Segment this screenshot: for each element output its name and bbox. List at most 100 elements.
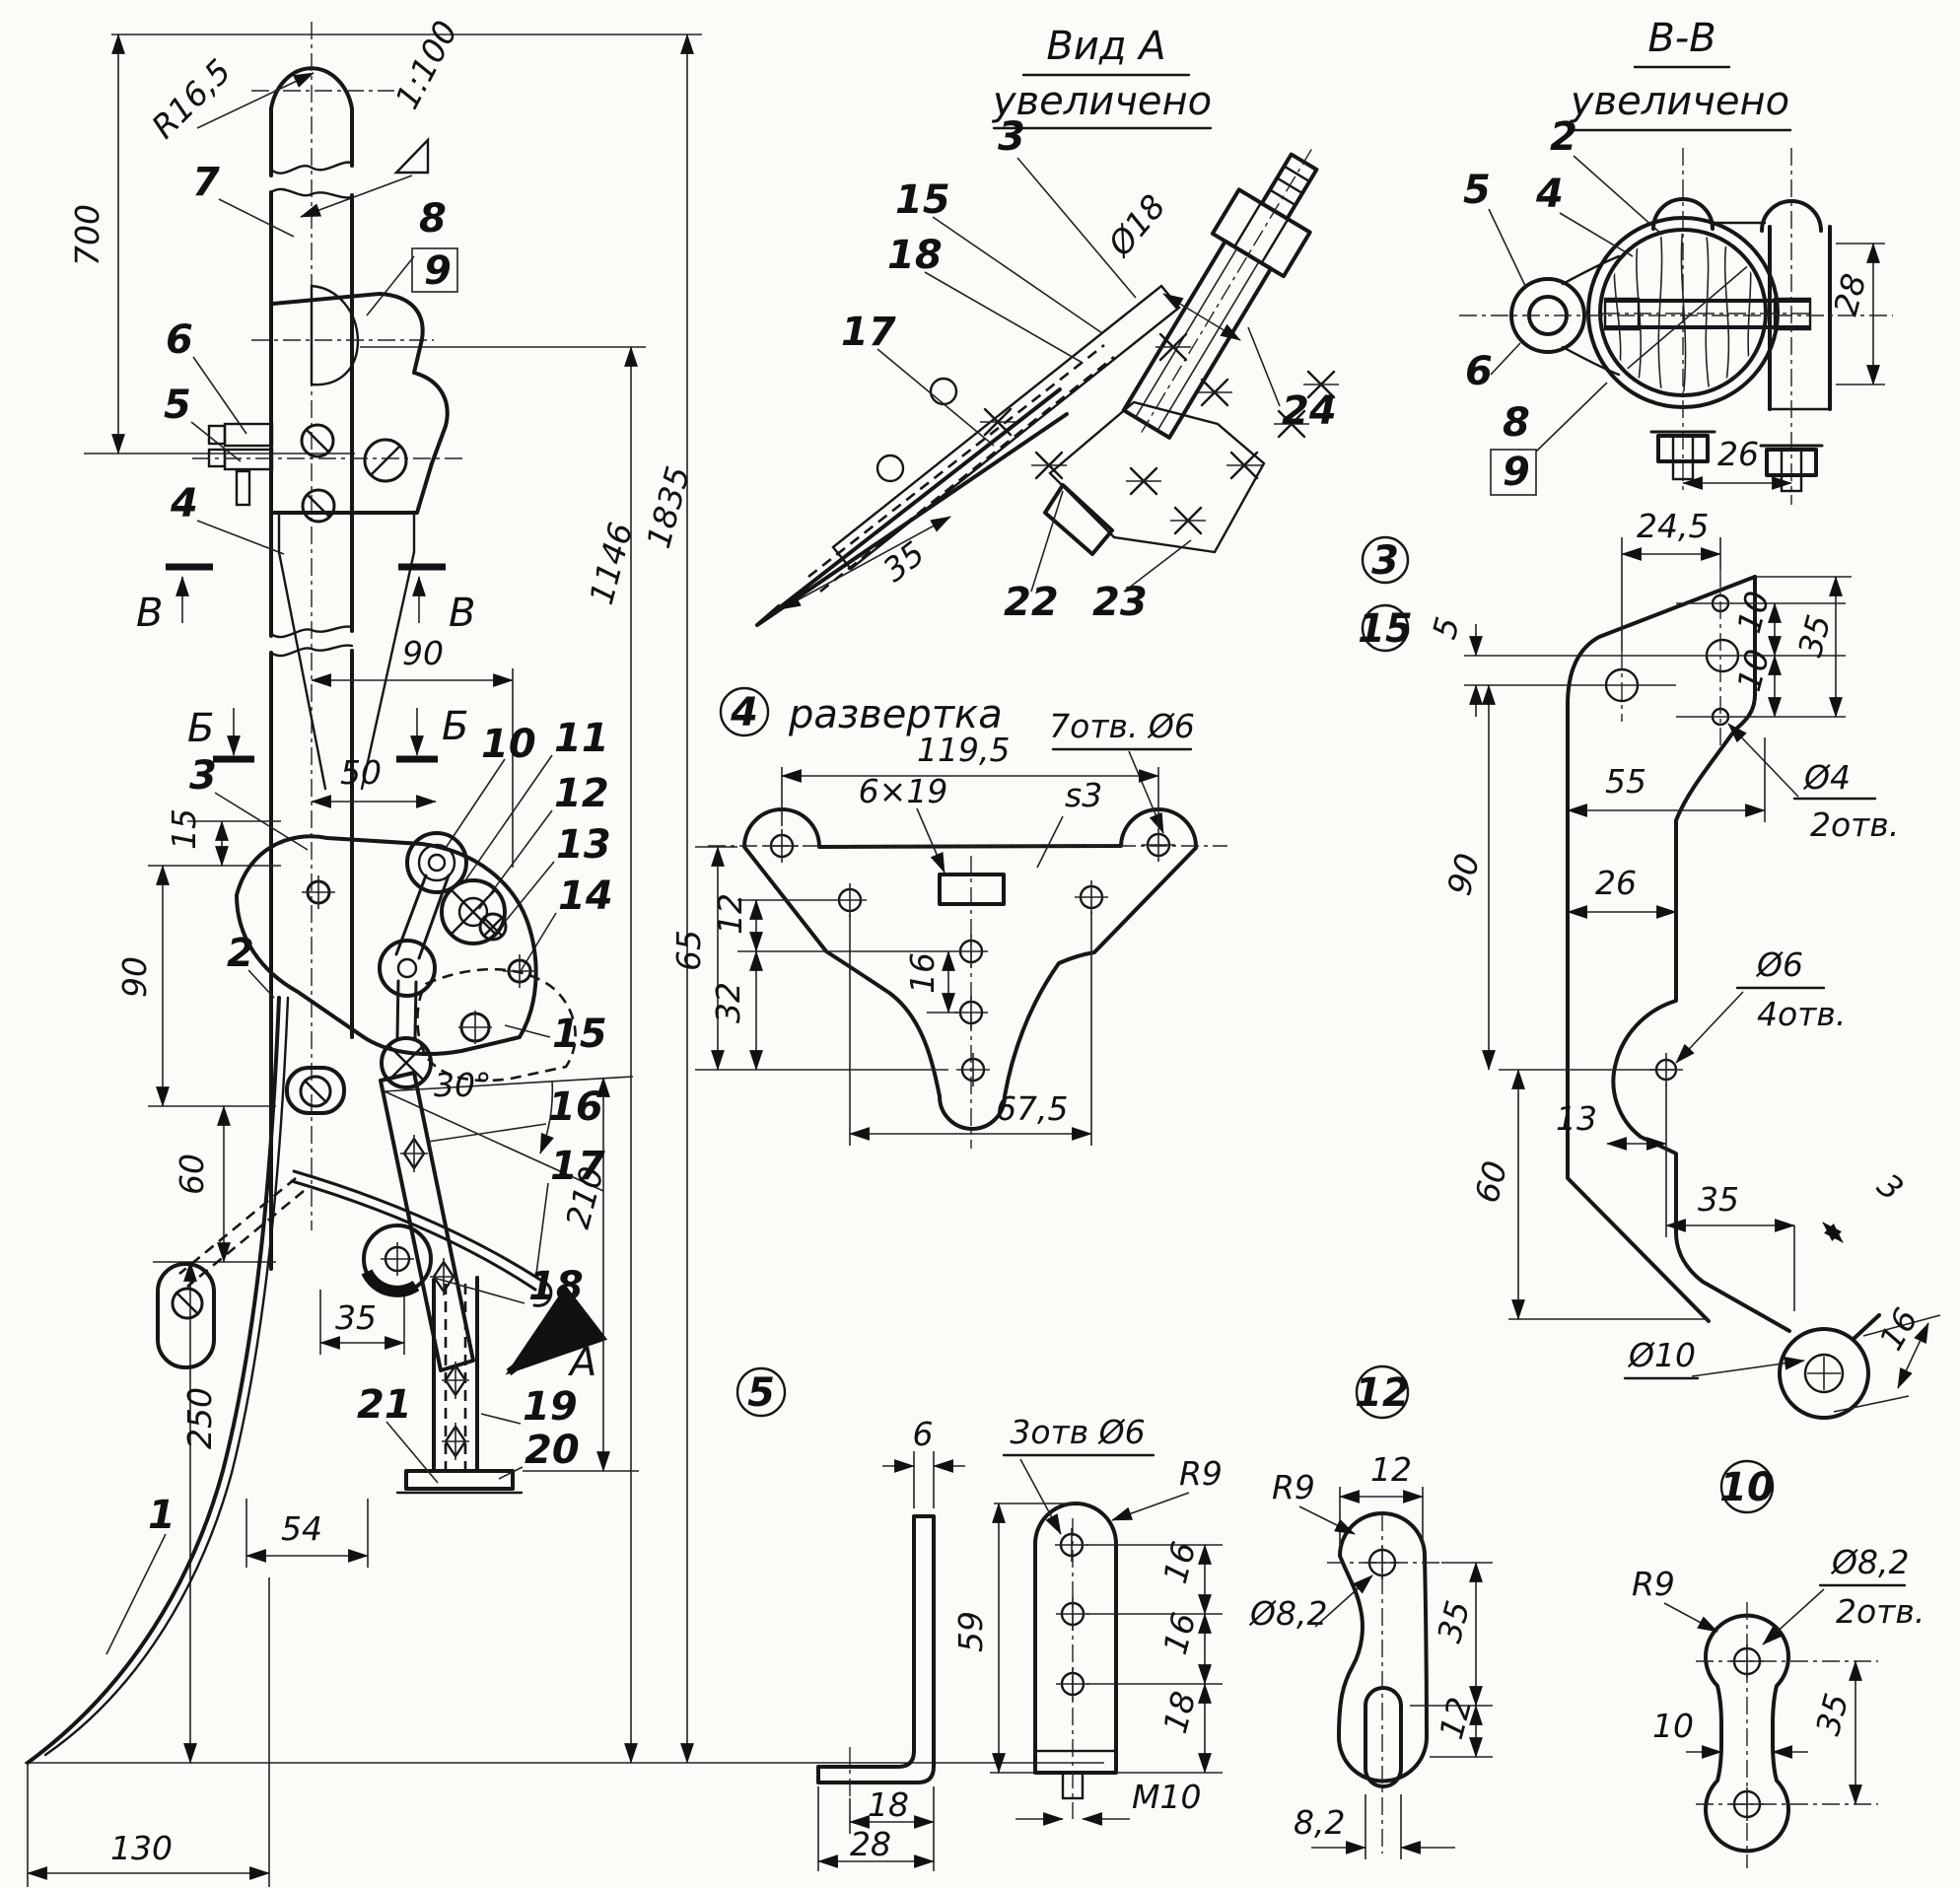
callout-20: 20 — [525, 1428, 580, 1473]
dim-v250: 250 — [180, 1387, 219, 1449]
p12-dim-12t: 12 — [1370, 1450, 1412, 1489]
p10-dim-o82: Ø8,2 — [1830, 1543, 1909, 1581]
callout-8: 8 — [419, 196, 447, 242]
p10-dim-o82n: 2отв. — [1836, 1592, 1925, 1631]
part12-number: 12 — [1355, 1370, 1410, 1416]
p5-dim-18b: 18 — [1155, 1687, 1204, 1737]
part10-number: 10 — [1719, 1465, 1775, 1510]
part4-dim-1195: 119,5 — [917, 731, 1010, 769]
callout-10: 10 — [481, 722, 536, 767]
callout-18: 18 — [528, 1264, 584, 1309]
bb-callout-4: 4 — [1535, 172, 1564, 217]
p315-dim-90: 90 — [1439, 849, 1488, 899]
vida-callout-17: 17 — [841, 310, 896, 355]
p5-holes-note: 3отв Ø6 — [1010, 1413, 1145, 1451]
vida-dim-o18: Ø18 — [1099, 187, 1173, 265]
p315-dim-35t: 35 — [1790, 610, 1839, 661]
part4-holes — [764, 827, 1176, 1087]
part3-15-view: 3 15 24,5 5 10 10 35 Ø4 2отв. 55 26 90 — [1358, 507, 1941, 1420]
bb-callout-9: 9 — [1503, 450, 1530, 495]
dim-slope: 1:100 — [387, 15, 465, 115]
p5-dim-6: 6 — [913, 1415, 934, 1453]
p315-dim-55: 55 — [1605, 762, 1646, 801]
bb-dim-28: 28 — [1826, 269, 1874, 319]
p5-dim-16b: 16 — [1155, 1608, 1204, 1658]
p12-dim-r9: R9 — [1272, 1468, 1315, 1506]
dim-v90: 90 — [115, 956, 154, 998]
part3-number: 3 — [1371, 538, 1399, 584]
p12-dim-12b: 12 — [1432, 1693, 1480, 1743]
p10-dim-r9: R9 — [1632, 1565, 1675, 1603]
part4-dim-12: 12 — [711, 893, 749, 935]
p12-dim-35: 35 — [1430, 1596, 1478, 1646]
p12-dim-o82: Ø8,2 — [1248, 1594, 1327, 1633]
p5-dim-m10: M10 — [1132, 1778, 1201, 1816]
vida-callout-23: 23 — [1092, 580, 1148, 625]
p315-dim-10b: 10 — [1729, 645, 1778, 695]
p315-dim-245: 24,5 — [1637, 507, 1709, 545]
vida-callout-24: 24 — [1282, 388, 1337, 434]
part10-view: 10 R9 Ø8,2 2отв. 10 35 — [1632, 1459, 1925, 1868]
part4-view: 4 развертка 7отв. Ø6 119,5 6×19 s3 65 12… — [669, 686, 1227, 1149]
vid-a-title: Вид A — [1046, 24, 1165, 69]
bb-title: В-В — [1647, 16, 1715, 61]
dim-w54: 54 — [281, 1509, 322, 1548]
dim-1835: 1835 — [639, 462, 697, 552]
p315-dim-26: 26 — [1595, 864, 1637, 902]
part4-dim-32: 32 — [709, 982, 747, 1023]
p10-dim-35: 35 — [1808, 1689, 1856, 1739]
p315-dim-o4n: 2отв. — [1810, 805, 1899, 844]
callout-21: 21 — [357, 1382, 412, 1428]
part12-view: 12 12 R9 Ø8,2 35 12 8,2 — [1248, 1364, 1493, 1859]
p5-dim-18: 18 — [868, 1785, 909, 1824]
p10-dim-10: 10 — [1652, 1707, 1694, 1745]
part4-number: 4 — [730, 690, 758, 735]
section-b-right: В — [449, 591, 475, 636]
dim-angle30: 30° — [434, 1066, 492, 1104]
callout-14: 14 — [558, 874, 613, 919]
bb-subtitle: увеличено — [1570, 79, 1789, 124]
callout-7: 7 — [192, 160, 220, 205]
callout-11: 11 — [554, 716, 609, 761]
vida-callout-18: 18 — [887, 233, 943, 278]
dim-radius: R16,5 — [144, 51, 239, 146]
part5-view: 5 6 18 28 3отв Ø6 R9 59 16 16 18 M10 — [735, 1366, 1223, 1871]
vida-callout-15: 15 — [895, 177, 950, 223]
section-g-right: Б — [442, 704, 468, 749]
vid-a-subtitle: увеличено — [992, 79, 1212, 124]
vida-callout-22: 22 — [1004, 580, 1059, 625]
bb-callout-2: 2 — [1550, 114, 1577, 160]
part4-dim-16: 16 — [903, 952, 942, 994]
dim-w130: 130 — [110, 1829, 173, 1867]
p315-dim-13: 13 — [1556, 1099, 1597, 1138]
callout-9: 9 — [424, 248, 452, 294]
section-bb-view: В-В увеличено 28 26 2 5 — [1459, 16, 1893, 505]
dim-w90: 90 — [402, 634, 444, 672]
p5-dim-59: 59 — [951, 1611, 990, 1652]
callout-12: 12 — [554, 771, 609, 816]
callout-15: 15 — [552, 1012, 607, 1057]
part3-holes — [1604, 594, 1740, 1087]
p315-dim-o6: Ø6 — [1755, 945, 1803, 984]
p315-dim-10a: 10 — [1729, 587, 1778, 637]
callout-2: 2 — [227, 931, 254, 976]
bb-dim-26: 26 — [1717, 435, 1759, 473]
callout-1: 1 — [148, 1493, 175, 1538]
part5-number: 5 — [747, 1370, 775, 1416]
p5-dim-28: 28 — [850, 1825, 891, 1863]
vid-a-view: Вид A увеличено 35 Ø18 3 15 18 17 24 — [755, 24, 1341, 627]
bb-callout-8: 8 — [1503, 400, 1530, 446]
part4-dim-65: 65 — [669, 930, 708, 971]
p315-dim-35b: 35 — [1698, 1180, 1739, 1219]
callout-6: 6 — [166, 317, 193, 363]
callout-5: 5 — [164, 383, 191, 428]
p315-dim-3: 3 — [1870, 1165, 1911, 1208]
callout-19: 19 — [523, 1384, 578, 1430]
callout-16: 16 — [548, 1084, 603, 1130]
vida-callout-3: 3 — [998, 114, 1025, 160]
part15-number: 15 — [1358, 606, 1413, 652]
dim-700: 700 — [68, 204, 106, 266]
part4-dim-s3: s3 — [1065, 776, 1102, 814]
p315-dim-o4: Ø4 — [1802, 758, 1851, 797]
